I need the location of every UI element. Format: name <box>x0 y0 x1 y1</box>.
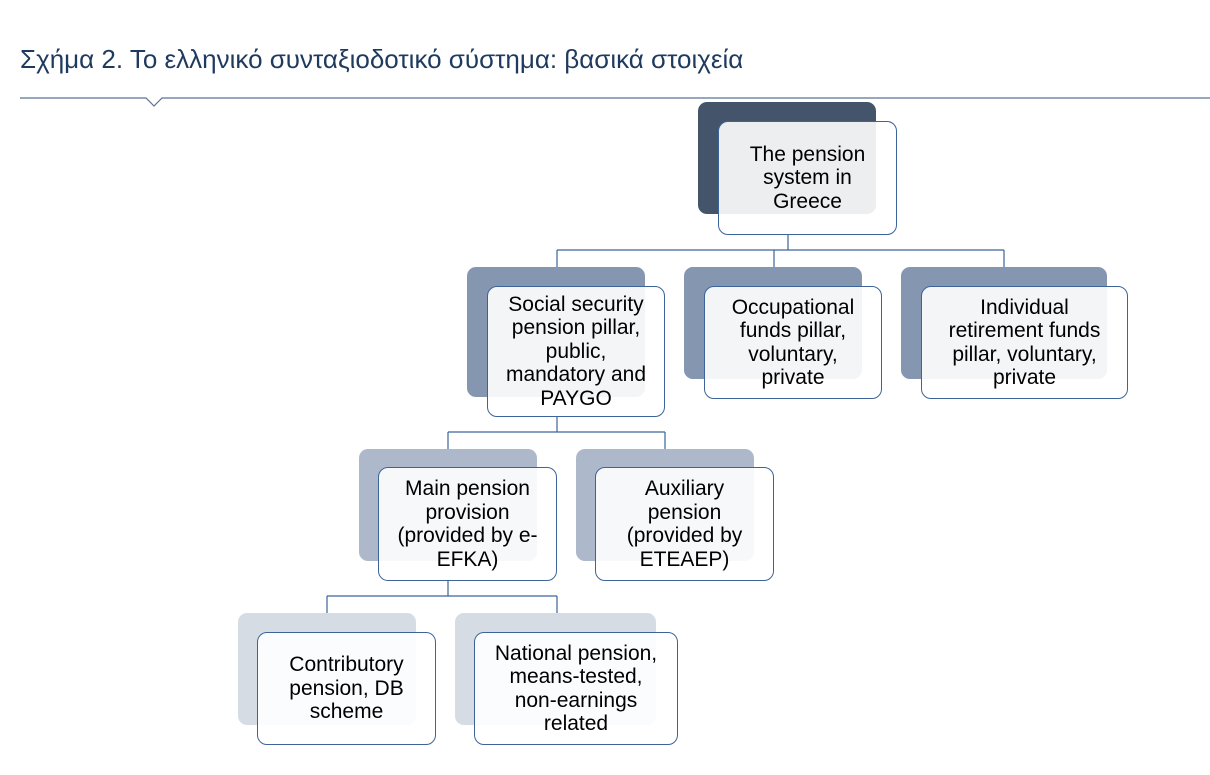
node-label: Occupational funds pillar, voluntary, pr… <box>731 295 855 390</box>
node-label: The pension system in Greece <box>749 142 866 213</box>
node-label: Auxiliary pension (provided by ETEAEP) <box>626 477 743 571</box>
connector-main-pension-to-children <box>326 580 558 614</box>
node-box: Occupational funds pillar, voluntary, pr… <box>704 286 882 399</box>
connector-root-to-pillars <box>556 234 1005 268</box>
node-label: Individual retirement funds pillar, volu… <box>948 295 1101 390</box>
title-underline <box>20 97 1210 107</box>
node-box: Social security pension pillar, public, … <box>487 286 665 417</box>
node-label: Social security pension pillar, public, … <box>505 292 647 410</box>
node-label: National pension, means-tested, non-earn… <box>494 641 658 736</box>
node-label: Contributory pension, DB scheme <box>289 653 404 724</box>
title-underline-line <box>20 97 1210 107</box>
node-box: National pension, means-tested, non-earn… <box>474 632 678 745</box>
node-box: Individual retirement funds pillar, volu… <box>921 286 1128 399</box>
node-label: Main pension provision (provided by e- E… <box>397 477 538 571</box>
connector-social-security-to-children <box>447 416 666 450</box>
node-box: Contributory pension, DB scheme <box>257 632 436 745</box>
node-box: Main pension provision (provided by e- E… <box>378 467 557 581</box>
node-box: Auxiliary pension (provided by ETEAEP) <box>595 467 774 581</box>
figure-title: Σχήμα 2. Το ελληνικό συνταξιοδοτικό σύστ… <box>20 44 744 74</box>
node-box: The pension system in Greece <box>718 121 897 235</box>
